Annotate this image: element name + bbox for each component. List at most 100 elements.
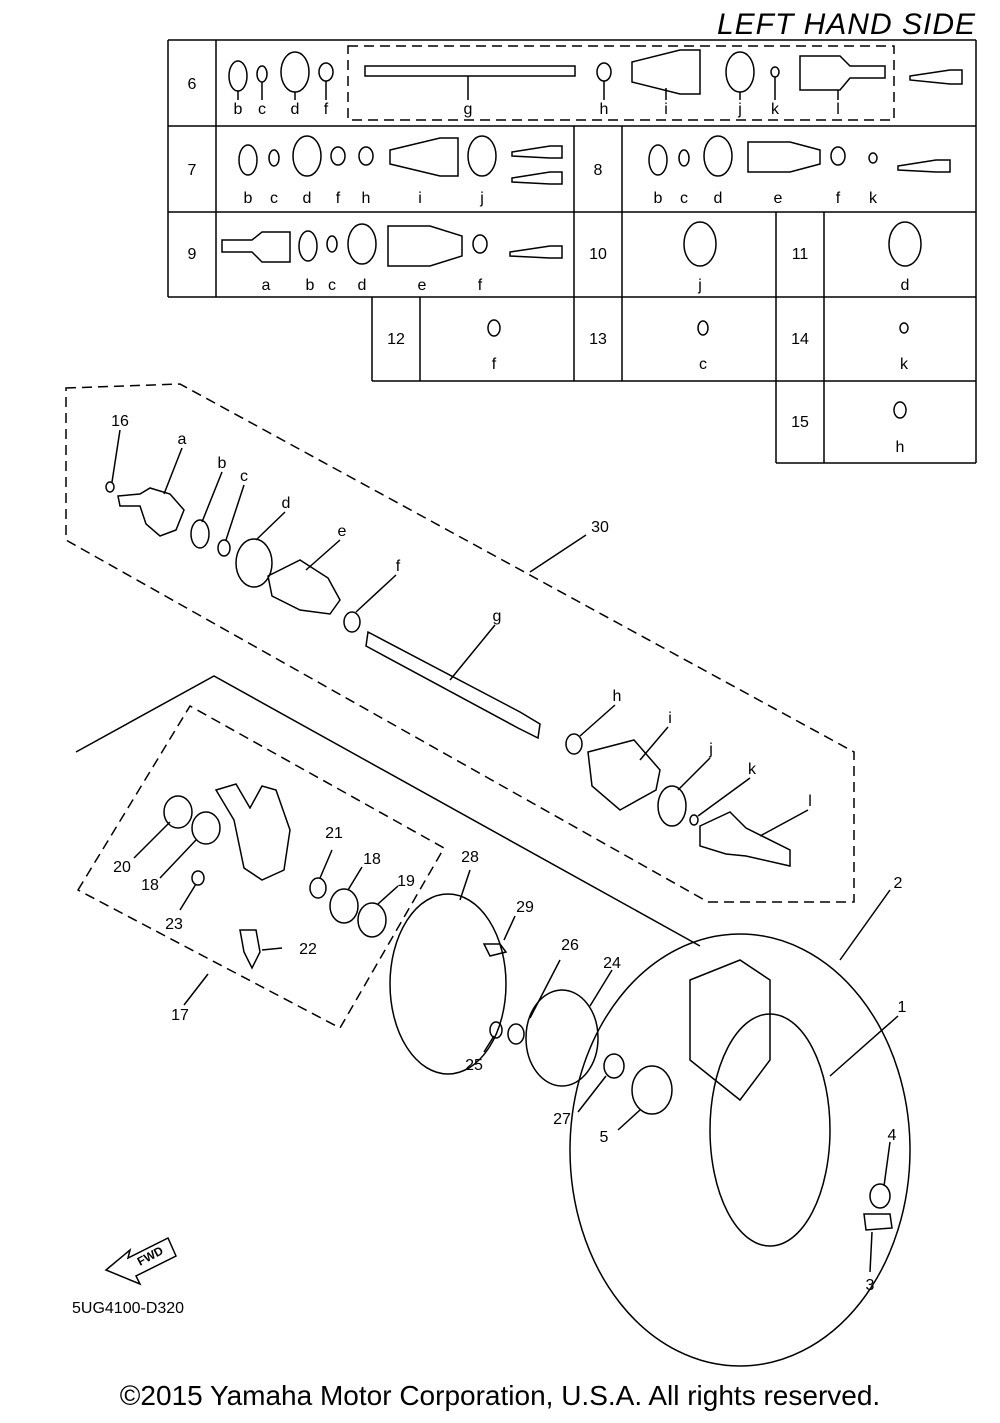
parts-table-grid <box>167 39 977 464</box>
callout-21: 21 <box>325 825 343 842</box>
callout-e: e <box>338 523 347 540</box>
row7-letter: f <box>336 190 341 207</box>
callout-i: i <box>668 710 672 727</box>
table-row6-letters: b c d f g h i j k l <box>234 101 840 118</box>
knuckle-dashed-outline <box>76 704 446 1029</box>
row8-glyphs <box>648 135 951 177</box>
table-row-numbers: 6 7 8 9 10 11 12 13 14 15 <box>188 76 809 431</box>
row7-letter: b <box>244 190 253 207</box>
callout-17: 17 <box>171 1007 189 1024</box>
fwd-label: FWD <box>135 1243 166 1268</box>
row12-glyph <box>487 319 501 337</box>
row6-letter: i <box>664 101 668 118</box>
drive-shaft-leaders <box>111 429 809 837</box>
row6-letter: f <box>324 101 329 118</box>
row-number-6: 6 <box>188 76 197 93</box>
callout-26: 26 <box>561 937 579 954</box>
row7-letter: c <box>270 190 278 207</box>
callout-c: c <box>240 468 248 485</box>
callout-2: 2 <box>894 875 903 892</box>
row10-letter: j <box>697 277 702 294</box>
callout-4: 4 <box>888 1127 897 1144</box>
callout-1: 1 <box>898 999 907 1016</box>
callout-23: 23 <box>165 916 183 933</box>
row7-letter: h <box>362 190 371 207</box>
row6-letter: g <box>464 101 473 118</box>
row8-letter: b <box>654 190 663 207</box>
row6-letter: b <box>234 101 243 118</box>
callout-d: d <box>282 495 291 512</box>
row9-letter: d <box>358 277 367 294</box>
callout-b: b <box>218 455 227 472</box>
row-number-15: 15 <box>791 414 809 431</box>
row6-letter: j <box>737 101 742 118</box>
row12-letter: f <box>492 356 497 373</box>
fwd-arrow-icon <box>104 1236 177 1286</box>
knuckle-leaders <box>133 821 399 1006</box>
callout-h: h <box>613 688 622 705</box>
row7-letter: d <box>303 190 312 207</box>
row14-letter: k <box>900 356 909 373</box>
callout-22: 22 <box>299 941 317 958</box>
row-number-8: 8 <box>594 162 603 179</box>
table-row7-letters: b c d f h i j <box>244 190 484 207</box>
drive-shaft-parts <box>105 481 791 867</box>
callout-19: 19 <box>397 873 415 890</box>
wheel-parts <box>569 933 911 1367</box>
table-row8-letters: b c d e f k <box>654 190 878 207</box>
row-number-13: 13 <box>589 331 607 348</box>
callout-16: 16 <box>111 413 129 430</box>
row8-letter: e <box>774 190 783 207</box>
row13-letter: c <box>699 356 707 373</box>
row7-letter: j <box>479 190 484 207</box>
wheel-callouts: 28 29 26 24 25 27 5 2 1 4 3 <box>461 849 906 1294</box>
row9-letter: e <box>418 277 427 294</box>
callout-25: 25 <box>465 1057 483 1074</box>
row6-letter: d <box>291 101 300 118</box>
knuckle-solid-outline <box>75 675 701 947</box>
row-number-9: 9 <box>188 246 197 263</box>
row11-letter: d <box>901 277 910 294</box>
callout-20: 20 <box>113 859 131 876</box>
wheel-leaders <box>459 869 899 1273</box>
callout-a: a <box>178 431 187 448</box>
row14-glyph <box>899 322 909 334</box>
callout-f: f <box>396 558 401 575</box>
callout-18: 18 <box>141 877 159 894</box>
table-leaders <box>237 76 839 100</box>
diagram-ref-code: 5UG4100-D320 <box>72 1300 185 1317</box>
callout-k: k <box>748 761 757 778</box>
callout-30: 30 <box>591 519 609 536</box>
row6-letter: k <box>771 101 780 118</box>
row8-letter: c <box>680 190 688 207</box>
callout-18b: 18 <box>363 851 381 868</box>
row9-letter: f <box>478 277 483 294</box>
callout-3: 3 <box>866 1277 875 1294</box>
callout-28: 28 <box>461 849 479 866</box>
row7-glyphs <box>238 135 563 185</box>
row-number-7: 7 <box>188 162 197 179</box>
row11-glyph <box>888 221 922 267</box>
callout-24: 24 <box>603 955 621 972</box>
callout-27: 27 <box>553 1111 571 1128</box>
shaft-callouts: 16 a b c d e f 30 g h i j k l <box>111 413 812 810</box>
callout-29: 29 <box>516 899 534 916</box>
table-row9-letters: a b c d e f <box>262 277 483 294</box>
row9-letter: c <box>328 277 336 294</box>
row9-glyphs <box>221 223 563 267</box>
row8-letter: k <box>869 190 878 207</box>
knuckle-callouts: 20 18 23 21 18 19 22 17 <box>113 825 415 1024</box>
shaft-dashed-outline <box>65 383 855 903</box>
row6-glyphs <box>228 49 963 95</box>
row9-letter: a <box>262 277 271 294</box>
callout-l: l <box>808 793 812 810</box>
row9-letter: b <box>306 277 315 294</box>
copyright-notice: ©2015 Yamaha Motor Corporation, U.S.A. A… <box>119 1380 881 1411</box>
row-number-12: 12 <box>387 331 405 348</box>
row15-glyph <box>893 401 907 419</box>
brake-disc-hub-parts <box>389 893 673 1115</box>
row10-glyph <box>683 221 717 267</box>
row13-glyph <box>697 320 709 336</box>
row8-letter: f <box>836 190 841 207</box>
